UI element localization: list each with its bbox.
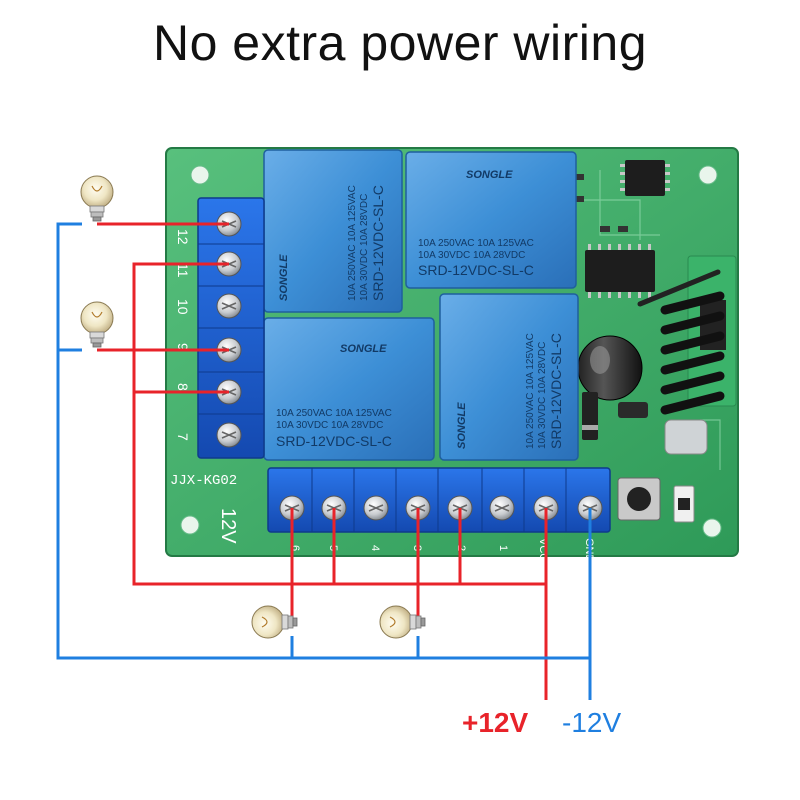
positive-wires xyxy=(97,222,548,700)
negative-voltage-label: -12V xyxy=(562,707,621,738)
terminal-screw-7 xyxy=(216,422,242,448)
board-voltage-label: 12V xyxy=(217,508,239,544)
negative-wires xyxy=(56,222,592,700)
bulb-icon xyxy=(251,605,298,639)
positive-bus-left xyxy=(132,262,546,586)
relay-model: SRD-12VDC-SL-C xyxy=(370,185,386,301)
terminal-label-7: 7 xyxy=(175,433,191,441)
relay-1: SONGLE 10A 250VAC 10A 125VAC 10A 30VDC 1… xyxy=(263,149,403,313)
terminal-label-8: 8 xyxy=(175,383,191,391)
relay-model: SRD-12VDC-SL-C xyxy=(276,433,392,449)
relay-rating-line-2: 10A 30VDC 10A 28VDC xyxy=(418,250,525,261)
relay-brand: SONGLE xyxy=(278,254,290,301)
relay-model: SRD-12VDC-SL-C xyxy=(418,262,534,278)
terminal-screw-4 xyxy=(363,495,389,521)
relay-model: SRD-12VDC-SL-C xyxy=(548,333,564,449)
board-model-label: JJX-KG02 xyxy=(170,473,237,489)
positive-voltage-label: +12V xyxy=(462,707,528,738)
relay-brand: SONGLE xyxy=(466,169,513,181)
electronic-components xyxy=(575,160,737,523)
relay-brand: SONGLE xyxy=(340,343,387,355)
terminal-screw-1 xyxy=(489,495,515,521)
bulb-icon xyxy=(80,301,114,348)
relay-rating-line-1: 10A 250VAC 10A 125VAC xyxy=(276,408,392,419)
terminal-label-12: 12 xyxy=(175,229,191,245)
relay-rating-line-2: 10A 30VDC 10A 28VDC xyxy=(359,194,370,301)
left-terminal-block xyxy=(197,197,265,459)
relay-2: SONGLE 10A 250VAC 10A 125VAC 10A 30VDC 1… xyxy=(405,151,577,289)
terminal-label-1: 1 xyxy=(497,545,509,551)
terminal-label-10: 10 xyxy=(175,299,191,315)
bulb-icon xyxy=(80,175,114,222)
bottom-terminal-block xyxy=(267,467,611,533)
negative-bus xyxy=(56,222,590,660)
relay-rating-line-1: 10A 250VAC 10A 125VAC xyxy=(418,238,534,249)
left-terminal-labels: 12 11 10 9 8 7 xyxy=(175,229,191,441)
relay-brand: SONGLE xyxy=(456,402,468,449)
relay-rating-line-2: 10A 30VDC 10A 28VDC xyxy=(276,420,383,431)
terminal-label-4: 4 xyxy=(369,545,381,551)
terminal-label-6: 6 xyxy=(289,545,301,551)
page-title: No extra power wiring xyxy=(152,15,648,71)
relay-rating-line-1: 10A 250VAC 10A 125VAC xyxy=(525,333,536,449)
terminal-label-9: 9 xyxy=(175,343,191,351)
relay-rating-line-2: 10A 30VDC 10A 28VDC xyxy=(537,342,548,449)
relay-4: SONGLE 10A 250VAC 10A 125VAC 10A 30VDC 1… xyxy=(439,293,579,461)
relay-3: SONGLE 10A 250VAC 10A 125VAC 10A 30VDC 1… xyxy=(263,317,435,461)
terminal-screw-10 xyxy=(216,293,242,319)
terminal-label-11: 11 xyxy=(175,263,191,278)
relay-rating-line-1: 10A 250VAC 10A 125VAC xyxy=(347,185,358,301)
